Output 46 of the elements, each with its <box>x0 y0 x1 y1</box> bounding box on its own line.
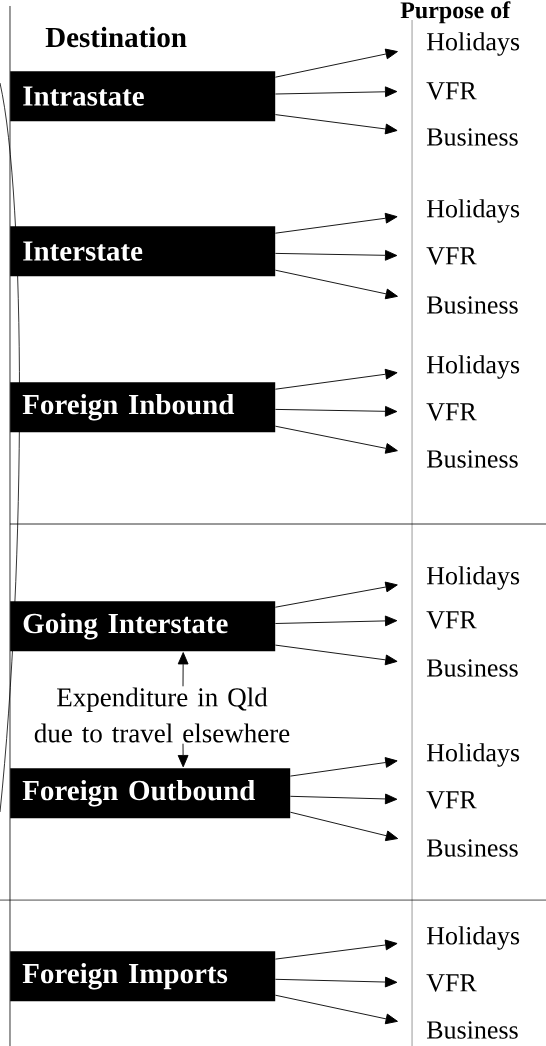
purpose-label: VFR <box>426 247 477 265</box>
purpose-label: Business <box>426 1021 518 1039</box>
purpose-label: Holidays <box>426 743 520 767</box>
arrow <box>177 743 189 768</box>
purpose-label: Holidays <box>426 355 520 379</box>
column-heading: Purpose of <box>400 1 511 24</box>
arrow <box>274 114 398 135</box>
arrow <box>274 994 398 1025</box>
note-text: Expenditure in Qld due to travel elsewhere <box>34 687 290 743</box>
purpose-label: Business <box>426 450 518 468</box>
purpose-label: Holidays <box>426 32 520 56</box>
arrow <box>274 644 398 666</box>
arrow <box>274 976 398 988</box>
arrow <box>289 811 399 842</box>
arrow <box>289 793 398 805</box>
purpose-label: Holidays <box>426 566 520 590</box>
arrow <box>274 425 398 454</box>
arrow <box>289 757 398 777</box>
arrow <box>274 405 398 417</box>
arrow <box>177 652 189 687</box>
purpose-label: VFR <box>426 403 477 421</box>
arrow <box>274 249 398 261</box>
destination-box: Foreign Outbound <box>10 768 291 819</box>
purpose-label: VFR <box>426 611 477 629</box>
destination-box: Interstate <box>10 226 276 277</box>
purpose-label: VFR <box>426 791 477 809</box>
purpose-label: Holidays <box>426 926 520 950</box>
purpose-label: Business <box>426 128 518 146</box>
arrow <box>274 212 398 234</box>
purpose-label: VFR <box>426 974 477 992</box>
purpose-label: Business <box>426 659 518 677</box>
destination-box: Foreign Inbound <box>10 382 276 433</box>
arrow <box>274 581 398 608</box>
arrow <box>274 269 398 300</box>
arrow <box>274 939 398 960</box>
arrow <box>274 615 398 627</box>
arrow <box>274 48 398 78</box>
purpose-label: VFR <box>426 82 477 100</box>
purpose-label: Business <box>426 296 518 314</box>
destination-box: Foreign Imports <box>10 951 276 1002</box>
purpose-label: Holidays <box>426 199 520 223</box>
destination-box: Going Interstate <box>10 601 276 652</box>
purpose-label: Business <box>426 839 518 857</box>
arrow <box>274 368 398 390</box>
destination-box: Intrastate <box>10 71 276 122</box>
arrow <box>274 86 398 98</box>
